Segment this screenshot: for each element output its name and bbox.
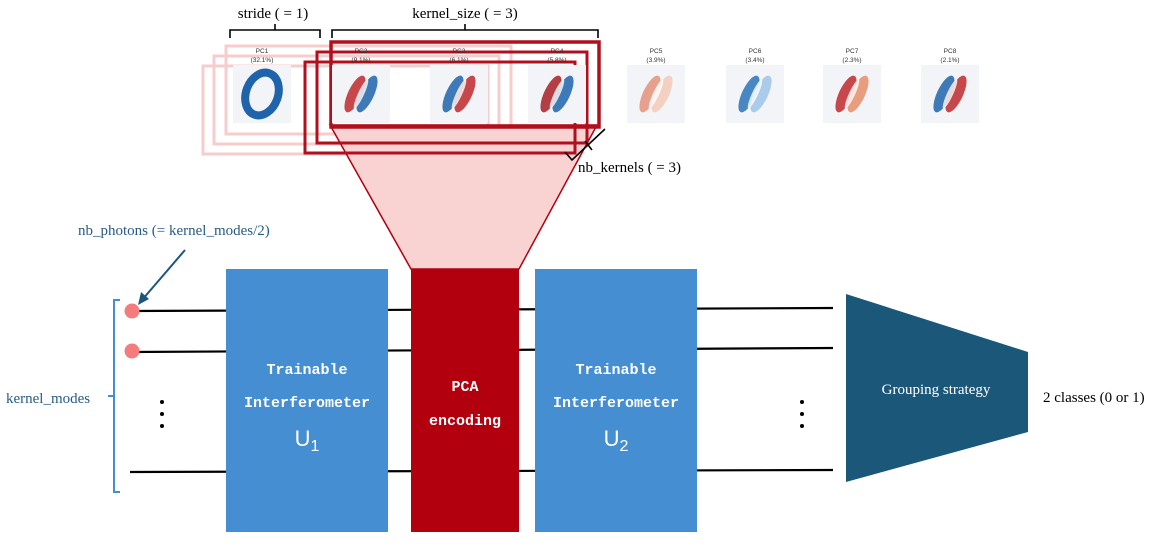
pc-variance: (32.1%) [251, 57, 274, 64]
pc-title: PC2 [355, 48, 368, 55]
kernel-modes-label: kernel_modes [6, 391, 90, 407]
pc-pattern [844, 79, 860, 109]
pc-pattern [552, 75, 574, 113]
pc-title: PC4 [551, 48, 564, 55]
nb-kernels-bracket [564, 128, 606, 162]
pc-thumbnail-5: PC5 (3.9%) [627, 48, 685, 123]
pc-thumbnail-2: PC2 (9.1%) [332, 48, 390, 123]
pc-pattern [344, 75, 366, 113]
pca-encoding-line2: encoding [429, 413, 501, 430]
pc-pattern [549, 79, 565, 109]
nb-photons-arrowhead [138, 292, 149, 305]
pca-encoding-line1: PCA [451, 379, 478, 396]
pc-variance: (6.1%) [449, 57, 468, 64]
stride-label: stride ( = 1) [238, 6, 309, 22]
pc-thumbnail-8: PC8 (2.1%) [921, 48, 979, 123]
grouping-strategy-label: Grouping strategy [882, 382, 991, 398]
pc-title: PC5 [650, 48, 663, 55]
pc-pattern [451, 79, 467, 109]
kernel-size-bracket [331, 24, 599, 38]
pc-pattern [648, 79, 664, 109]
pc-pattern [651, 75, 673, 113]
interferometer-2-symbol: U2 [604, 426, 629, 455]
stride-bracket [229, 24, 321, 38]
pc-pattern [942, 79, 958, 109]
grouping-strategy-block [846, 294, 1028, 482]
pc-pattern [738, 75, 760, 113]
pc-thumbnail-6: PC6 (3.4%) [726, 48, 784, 123]
kernel-modes-bracket [113, 299, 120, 493]
interferometer-1-line1: Trainable [266, 362, 347, 379]
pc-pattern [847, 75, 869, 113]
pca-encoding-block [411, 269, 519, 532]
pc-pattern [454, 75, 476, 113]
interferometer-1-line2: Interferometer [244, 395, 370, 412]
pc-pattern [442, 75, 464, 113]
pc-title: PC3 [453, 48, 466, 55]
pc-variance: (2.3%) [842, 57, 861, 64]
interferometer-1-block [226, 269, 388, 532]
pc-pattern [639, 75, 661, 113]
pc-thumbnail-7: PC7 (2.3%) [823, 48, 881, 123]
pc-pattern [945, 75, 967, 113]
output-label: 2 classes (0 or 1) [1043, 390, 1145, 406]
pc-pattern [747, 79, 763, 109]
interferometer-2-line1: Trainable [575, 362, 656, 379]
kernel-size-label: kernel_size ( = 3) [412, 6, 518, 22]
ellipsis-left [160, 400, 164, 428]
interferometer-2-block [535, 269, 697, 532]
pc-thumbnail-4: PC4 (5.8%) [528, 48, 586, 123]
pc-title: PC6 [749, 48, 762, 55]
pc-pattern [241, 68, 283, 120]
pc-variance: (3.4%) [745, 57, 764, 64]
pc-pattern [750, 75, 772, 113]
nb-kernels-label: nb_kernels ( = 3) [578, 160, 681, 176]
pc-pattern [540, 75, 562, 113]
principal-components-row: PC1 (32.1%) PC2 (9.1%) PC3 (6.1%) PC4 (5.8%) PC5… [233, 48, 979, 123]
pc-pattern [356, 75, 378, 113]
kernel-funnel [328, 124, 599, 270]
pc-pattern [353, 79, 369, 109]
pc-variance: (5.8%) [547, 57, 566, 64]
pc-title: PC7 [846, 48, 859, 55]
pc-variance: (3.9%) [646, 57, 665, 64]
pc-thumbnail-3: PC3 (6.1%) [430, 48, 488, 123]
interferometer-2-line2: Interferometer [553, 395, 679, 412]
pc-thumbnail-1: PC1 (32.1%) [233, 48, 291, 123]
ellipsis-right [800, 400, 804, 428]
pc-variance: (9.1%) [351, 57, 370, 64]
photon-1 [124, 303, 140, 319]
nb-photons-arrow [141, 249, 186, 301]
pc-pattern [933, 75, 955, 113]
interferometer-1-symbol: U1 [295, 426, 320, 455]
pc-title: PC8 [944, 48, 957, 55]
photon-2 [124, 343, 140, 359]
pc-pattern [835, 75, 857, 113]
nb-photons-label: nb_photons (= kernel_modes/2) [78, 223, 270, 239]
pc-title: PC1 [256, 48, 269, 55]
pc-variance: (2.1%) [940, 57, 959, 64]
